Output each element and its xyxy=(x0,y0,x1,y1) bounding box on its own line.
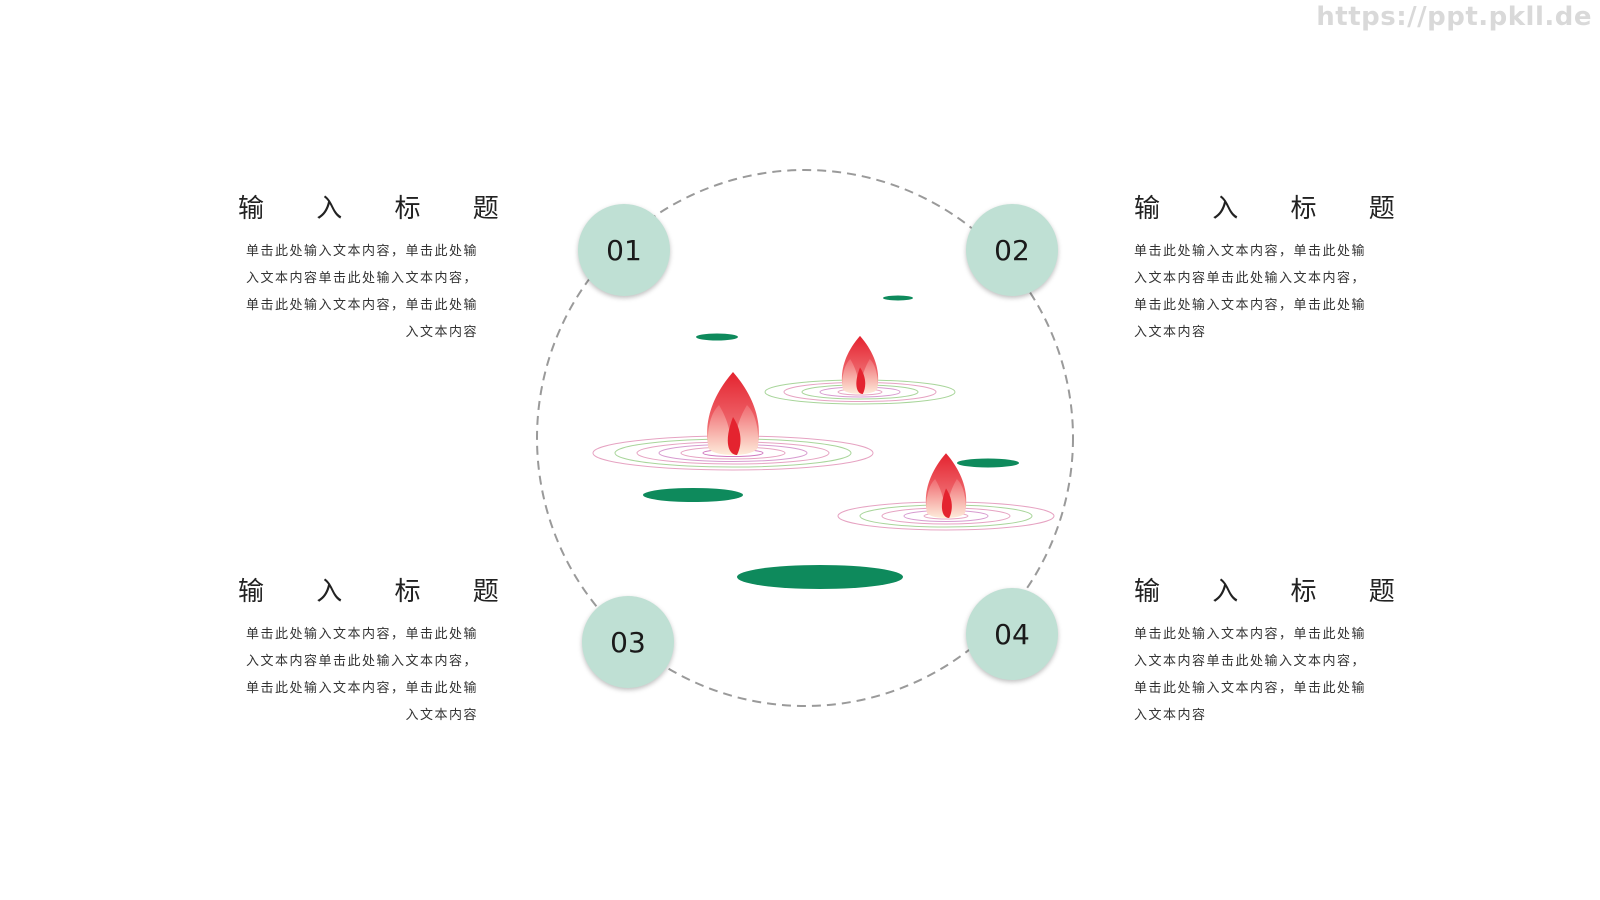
lily-pad-icon xyxy=(737,565,903,589)
lily-pad-icon xyxy=(957,458,1019,468)
item-04-text: 输 入 标 题 单击此处输入文本内容，单击此处输入文本内容单击此处输入文本内容，… xyxy=(1134,575,1417,729)
item-02-title: 输 入 标 题 xyxy=(1134,194,1417,224)
dashed-circle xyxy=(536,169,1074,707)
item-02-body: 单击此处输入文本内容，单击此处输入文本内容单击此处输入文本内容，单击此处输入文本… xyxy=(1134,244,1367,340)
lily-pad-icon xyxy=(643,488,743,502)
badge-04: 04 xyxy=(966,588,1058,680)
watermark-text: https://ppt.pkll.de xyxy=(1316,2,1592,32)
lily-pad-icon xyxy=(696,333,738,341)
item-03-text: 输 入 标 题 单击此处输入文本内容，单击此处输入文本内容单击此处输入文本内容，… xyxy=(238,575,499,729)
lotus-bud-icon xyxy=(841,335,879,394)
lotus-bud-icon xyxy=(925,453,967,518)
item-04-body: 单击此处输入文本内容，单击此处输入文本内容单击此处输入文本内容，单击此处输入文本… xyxy=(1134,627,1367,723)
item-02-text: 输 入 标 题 单击此处输入文本内容，单击此处输入文本内容单击此处输入文本内容，… xyxy=(1134,192,1417,346)
item-01-title: 输 入 标 题 xyxy=(238,194,521,224)
item-01-text: 输 入 标 题 单击此处输入文本内容，单击此处输入文本内容单击此处输入文本内容，… xyxy=(238,192,499,346)
item-01-body: 单击此处输入文本内容，单击此处输入文本内容单击此处输入文本内容，单击此处输入文本… xyxy=(245,244,478,340)
item-03-body: 单击此处输入文本内容，单击此处输入文本内容单击此处输入文本内容，单击此处输入文本… xyxy=(245,627,478,723)
item-03-title: 输 入 标 题 xyxy=(238,577,521,607)
lily-pad-icon xyxy=(883,295,913,301)
lotus-bud-icon xyxy=(707,372,759,455)
badge-03: 03 xyxy=(582,596,674,688)
badge-02: 02 xyxy=(966,204,1058,296)
badge-01: 01 xyxy=(578,204,670,296)
item-04-title: 输 入 标 题 xyxy=(1134,577,1417,607)
